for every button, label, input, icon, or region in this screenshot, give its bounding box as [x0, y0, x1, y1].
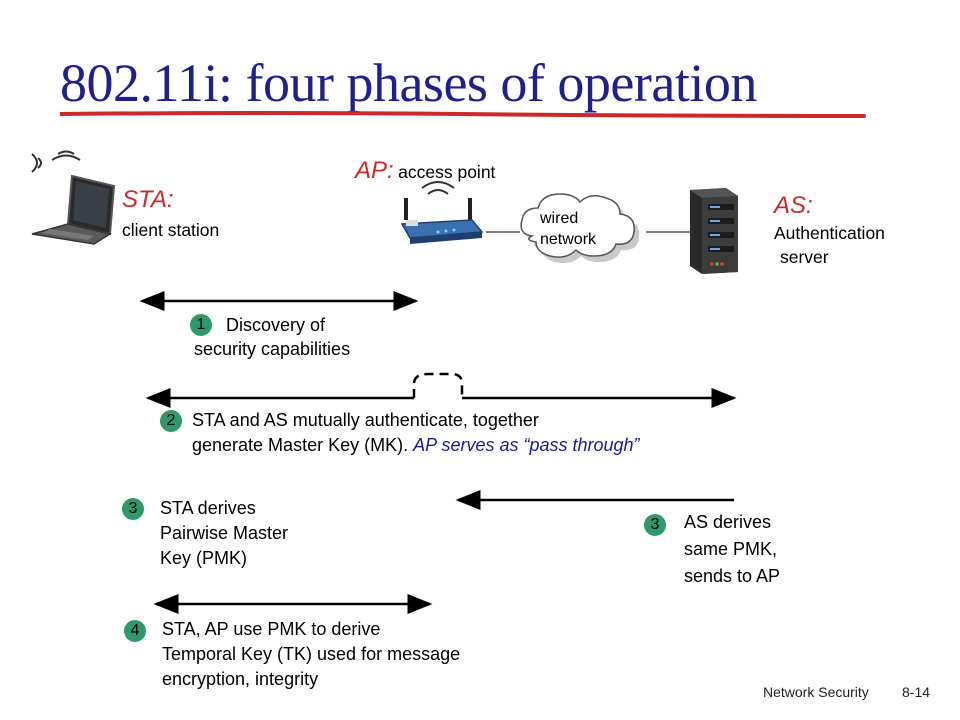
ap-description: access point: [398, 162, 496, 182]
laptop-icon: [31, 150, 116, 245]
cloud-label: wired network: [540, 208, 596, 250]
step2-line2: generate Master Key (MK). AP serves as “…: [192, 433, 640, 457]
cloud-label-line1: wired: [540, 210, 579, 227]
step1-line2: security capabilities: [194, 339, 351, 359]
step4-badge: 4: [124, 620, 146, 642]
sta-label: STA:: [122, 186, 174, 213]
step3-as-line3: sends to AP: [684, 566, 781, 586]
server-icon: [690, 188, 738, 274]
as-description-line1: Authentication: [774, 223, 885, 243]
step2-pass-through-note: AP serves as “pass through”: [413, 435, 640, 455]
step2-line2-main: generate Master Key (MK).: [192, 435, 414, 455]
cloud-icon: [520, 193, 640, 264]
phase2-pass-through: [412, 372, 464, 398]
step3-sta-line1: STA derives: [160, 498, 256, 518]
as-description-line2: server: [780, 247, 829, 267]
step1-line1: Discovery of: [226, 315, 326, 335]
title-underline: [60, 111, 866, 118]
step3-sta-line3: Key (PMK): [160, 548, 248, 568]
step4-line1: STA, AP use PMK to derive: [162, 619, 381, 639]
step4-line3: encryption, integrity: [162, 669, 319, 689]
footer-page-number: 8-14: [902, 684, 931, 700]
step1-badge: 1: [190, 314, 212, 336]
step2-badge: 2: [160, 410, 182, 432]
ap-label: AP:: [355, 157, 394, 184]
step3-sta-badge: 3: [122, 498, 144, 520]
step3-sta-line2: Pairwise Master: [160, 523, 289, 543]
step2-line1: STA and AS mutually authenticate, togeth…: [192, 410, 539, 430]
step3-as-line1: AS derives: [684, 512, 772, 532]
wireless-router-icon: [400, 181, 484, 244]
ap-heading: AP: access point: [355, 157, 495, 185]
step4-line2: Temporal Key (TK) used for message: [162, 644, 461, 664]
footer-course: Network Security: [763, 684, 869, 700]
wired-links: [486, 231, 691, 233]
step3-as-badge: 3: [644, 514, 666, 536]
cloud-label-line2: network: [540, 231, 597, 248]
sta-description: client station: [122, 220, 220, 240]
page-title: 802.11i: four phases of operation: [60, 53, 757, 113]
as-label: AS:: [774, 192, 813, 219]
step3-as-line2: same PMK,: [684, 539, 778, 559]
